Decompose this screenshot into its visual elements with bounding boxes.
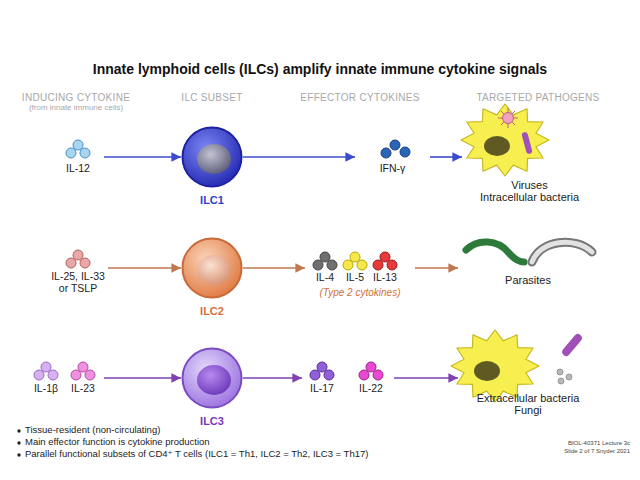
cytokine-label: Viruses [462, 179, 597, 191]
cytokine-dots [313, 252, 337, 270]
cell-nucleus [197, 365, 231, 395]
virus [498, 108, 518, 128]
flow-arrow [243, 377, 302, 379]
cytokine-dots [381, 140, 410, 158]
worm [532, 242, 592, 262]
cytokine-label: IL-17 [302, 383, 342, 395]
flow-arrow [104, 377, 181, 379]
nucleus [484, 136, 510, 156]
cytokine-label: Parasites [458, 274, 598, 286]
cytokine-label: Fungi [458, 404, 598, 416]
cytokine-dots [66, 250, 90, 268]
cytokine-group: IL-1βIL-23 [26, 362, 104, 398]
cell-outline [181, 237, 243, 299]
cytokine-label: IL-12 [52, 163, 104, 175]
host-cell [461, 104, 549, 176]
cytokine-dots [34, 362, 58, 380]
bacterium [521, 132, 532, 155]
cell-outline [181, 126, 243, 188]
cytokine-dots [71, 362, 95, 380]
cell-body [183, 239, 242, 298]
worm [532, 242, 592, 262]
cell-label: ILC2 [167, 305, 257, 317]
slide-title: Innate lymphoid cells (ILCs) amplify inn… [0, 62, 640, 78]
cytokine-dots [310, 362, 334, 380]
bullet-dot [17, 429, 20, 456]
cell-body [183, 349, 242, 408]
footer-note: Slide 2 of 7 Snyder 2021 [500, 448, 630, 455]
host-cell [451, 330, 539, 402]
cell-label: ILC3 [167, 415, 257, 427]
bullet-note: Main effector function is cytokine produ… [25, 437, 585, 448]
cytokine-label: IL-1β [28, 383, 64, 395]
fungal-spores [557, 369, 572, 384]
ilc-cell: ILC3 [181, 347, 243, 409]
cytokine-dots [373, 252, 397, 270]
cytokine-dots [359, 362, 383, 380]
cytokine-label: Extracellular bacteria [458, 392, 598, 404]
cytokine-label: IL-4 [305, 272, 345, 284]
cytokine-group: IL-17 IL-22 [302, 360, 394, 398]
footer-note: BIOL-40371 Lecture 3c [500, 440, 630, 447]
bacterium [561, 332, 584, 357]
cell-label: ILC1 [167, 194, 257, 206]
flow-arrow [394, 377, 458, 379]
bullet-note: Tissue-resident (non-circulating) [25, 425, 585, 436]
ilc-cell: ILC2 [181, 237, 243, 299]
column-header: EFFECTOR CYTOKINES [290, 92, 430, 103]
cell-nucleus [197, 144, 231, 174]
worm [466, 242, 524, 262]
cell-nucleus [197, 255, 231, 285]
cytokine-label: IL-5 [335, 272, 375, 284]
column-subheader: (from innate immune cells) [10, 104, 142, 113]
cytokine-dots [66, 140, 90, 158]
cytokine-group: IFN-γ [355, 140, 430, 176]
flow-arrow [415, 267, 458, 269]
pathogen-group: VirusesIntracellular bacteria [462, 100, 597, 206]
cytokine-label: IL-25, IL-33 or TSLP [49, 271, 107, 295]
column-header: TARGETED PATHOGENS [458, 92, 618, 103]
cytokine-label: Intracellular bacteria [462, 191, 597, 203]
bullet-note: Parallel functional subsets of CD4⁺ T ce… [25, 449, 585, 460]
cytokine-dots [343, 252, 367, 270]
flow-arrow [243, 267, 305, 269]
cell-outline [181, 347, 243, 409]
cytokine-label: (Type 2 cytokines) [305, 287, 415, 298]
flow-arrow [243, 156, 355, 158]
cytokine-group: IL-12 [52, 140, 104, 176]
flow-arrow [108, 267, 181, 269]
ilc-cell: ILC1 [181, 126, 243, 188]
column-header: INDUCING CYTOKINE [10, 92, 142, 103]
cytokine-group: IL-25, IL-33 or TSLP [48, 250, 108, 294]
nucleus [474, 361, 500, 381]
column-header: ILC SUBSET [152, 92, 272, 103]
pathogen-group: Extracellular bacteriaFungi [458, 330, 598, 418]
cytokine-label: IL-23 [64, 383, 102, 395]
cytokine-label: IL-13 [365, 272, 405, 284]
cytokine-group: IL-4IL-5IL-13 (Type 2 cytokines) [305, 250, 415, 302]
pathogen-group: Parasites [458, 236, 598, 294]
cell-body [183, 128, 242, 187]
flow-arrow [104, 156, 181, 158]
cytokine-label: IL-22 [348, 383, 394, 395]
flow-arrow [430, 156, 462, 158]
cytokine-label: IFN-γ [355, 163, 430, 175]
